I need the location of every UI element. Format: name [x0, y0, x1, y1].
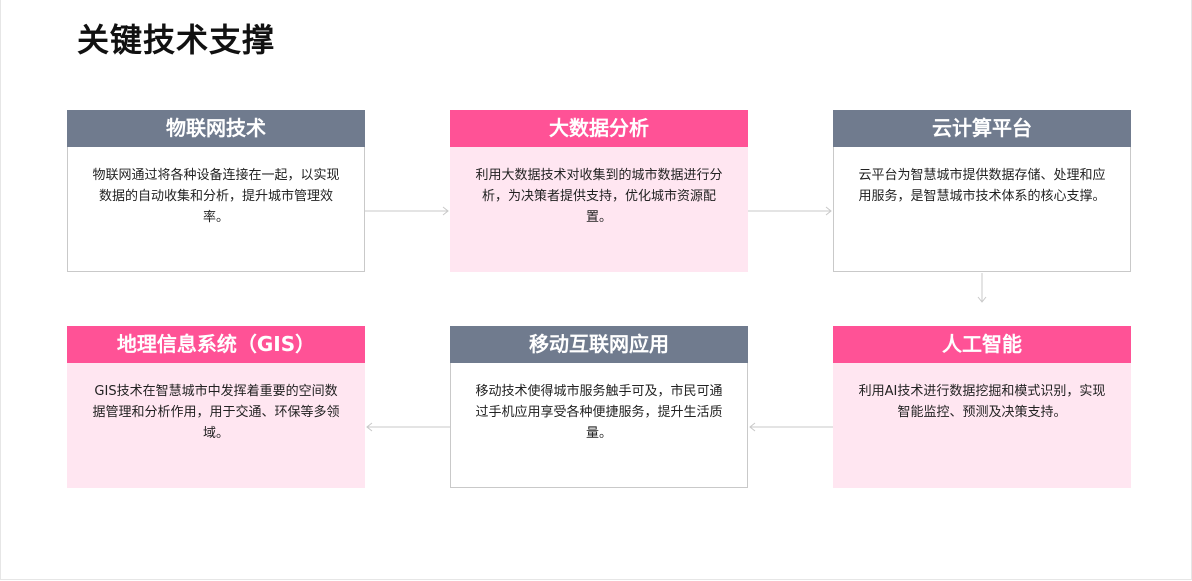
card-cloud-title: 云计算平台	[833, 110, 1131, 147]
card-bigdata: 大数据分析 利用大数据技术对收集到的城市数据进行分析，为决策者提供支持，优化城市…	[450, 110, 748, 272]
card-mobile-title: 移动互联网应用	[450, 326, 748, 363]
card-mobile-text: 移动技术使得城市服务触手可及，市民可通过手机应用享受各种便捷服务，提升生活质量。	[450, 363, 748, 488]
card-cloud: 云计算平台 云平台为智慧城市提供数据存储、处理和应用服务，是智慧城市技术体系的核…	[833, 110, 1131, 272]
card-ai-title: 人工智能	[833, 326, 1131, 363]
card-ai: 人工智能 利用AI技术进行数据挖掘和模式识别，实现智能监控、预测及决策支持。	[833, 326, 1131, 488]
card-gis-title: 地理信息系统（GIS）	[67, 326, 365, 363]
card-iot-title: 物联网技术	[67, 110, 365, 147]
card-iot-text: 物联网通过将各种设备连接在一起，以实现数据的自动收集和分析，提升城市管理效率。	[67, 147, 365, 272]
card-mobile: 移动互联网应用 移动技术使得城市服务触手可及，市民可通过手机应用享受各种便捷服务…	[450, 326, 748, 488]
card-gis-text: GIS技术在智慧城市中发挥着重要的空间数据管理和分析作用，用于交通、环保等多领域…	[67, 363, 365, 488]
card-iot: 物联网技术 物联网通过将各种设备连接在一起，以实现数据的自动收集和分析，提升城市…	[67, 110, 365, 272]
card-gis: 地理信息系统（GIS） GIS技术在智慧城市中发挥着重要的空间数据管理和分析作用…	[67, 326, 365, 488]
card-bigdata-text: 利用大数据技术对收集到的城市数据进行分析，为决策者提供支持，优化城市资源配置。	[450, 147, 748, 272]
card-bigdata-title: 大数据分析	[450, 110, 748, 147]
page-title: 关键技术支撑	[77, 21, 276, 59]
card-ai-text: 利用AI技术进行数据挖掘和模式识别，实现智能监控、预测及决策支持。	[833, 363, 1131, 488]
card-cloud-text: 云平台为智慧城市提供数据存储、处理和应用服务，是智慧城市技术体系的核心支撑。	[833, 147, 1131, 272]
